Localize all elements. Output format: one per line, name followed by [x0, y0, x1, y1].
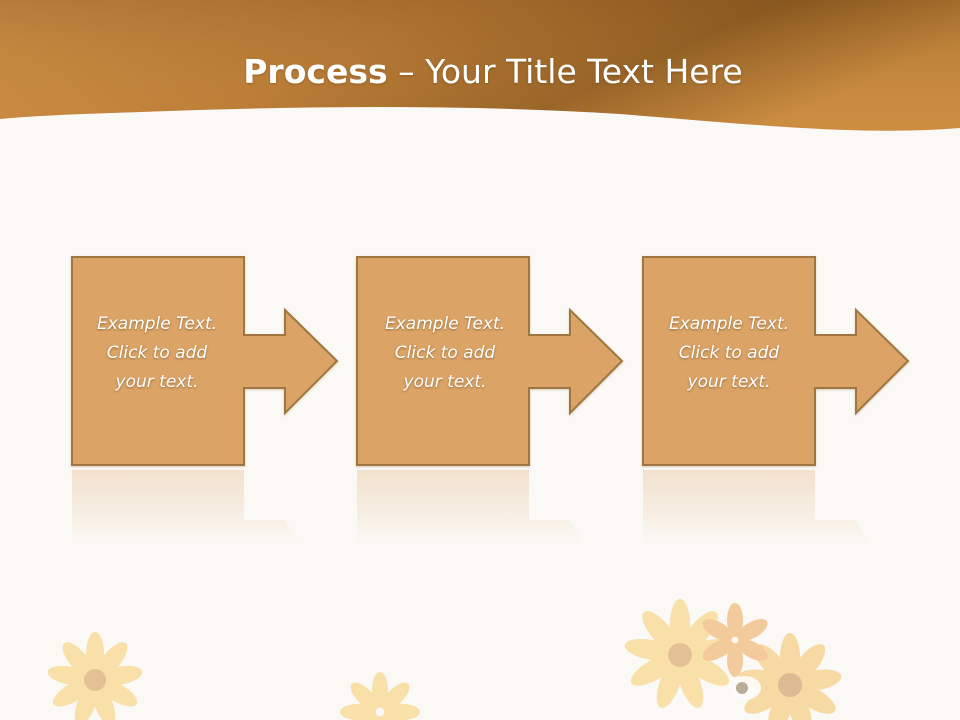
title-rest-text: – Your Title Text Here: [387, 52, 743, 91]
step-3-line-3: your text.: [687, 372, 771, 392]
step-3-text[interactable]: Example Text. Click to add your text.: [642, 310, 816, 397]
slide-title[interactable]: Process – Your Title Text Here: [0, 52, 960, 91]
step-2-arrow-shape: [356, 256, 624, 466]
step-3-reflection: [643, 470, 871, 545]
step-1-line-3: your text.: [115, 372, 199, 392]
process-step-3[interactable]: [642, 256, 910, 545]
flower-decoration-icon: [47, 599, 842, 720]
step-2-text[interactable]: Example Text. Click to add your text.: [358, 310, 532, 397]
step-2-line-2: Click to add: [394, 343, 496, 363]
process-step-2[interactable]: [356, 256, 624, 545]
step-1-text[interactable]: Example Text. Click to add your text.: [70, 310, 244, 397]
title-bold-text: Process: [243, 52, 388, 91]
step-3-line-1: Example Text.: [668, 314, 790, 334]
process-step-1[interactable]: [71, 256, 339, 545]
step-1-line-2: Click to add: [106, 343, 208, 363]
step-1-arrow-shape: [71, 256, 339, 466]
step-2-line-1: Example Text.: [384, 314, 506, 334]
step-3-line-2: Click to add: [678, 343, 780, 363]
step-1-line-1: Example Text.: [96, 314, 218, 334]
step-1-reflection: [72, 470, 300, 545]
step-3-arrow-shape: [642, 256, 910, 466]
step-2-line-3: your text.: [403, 372, 487, 392]
step-2-reflection: [357, 470, 585, 545]
